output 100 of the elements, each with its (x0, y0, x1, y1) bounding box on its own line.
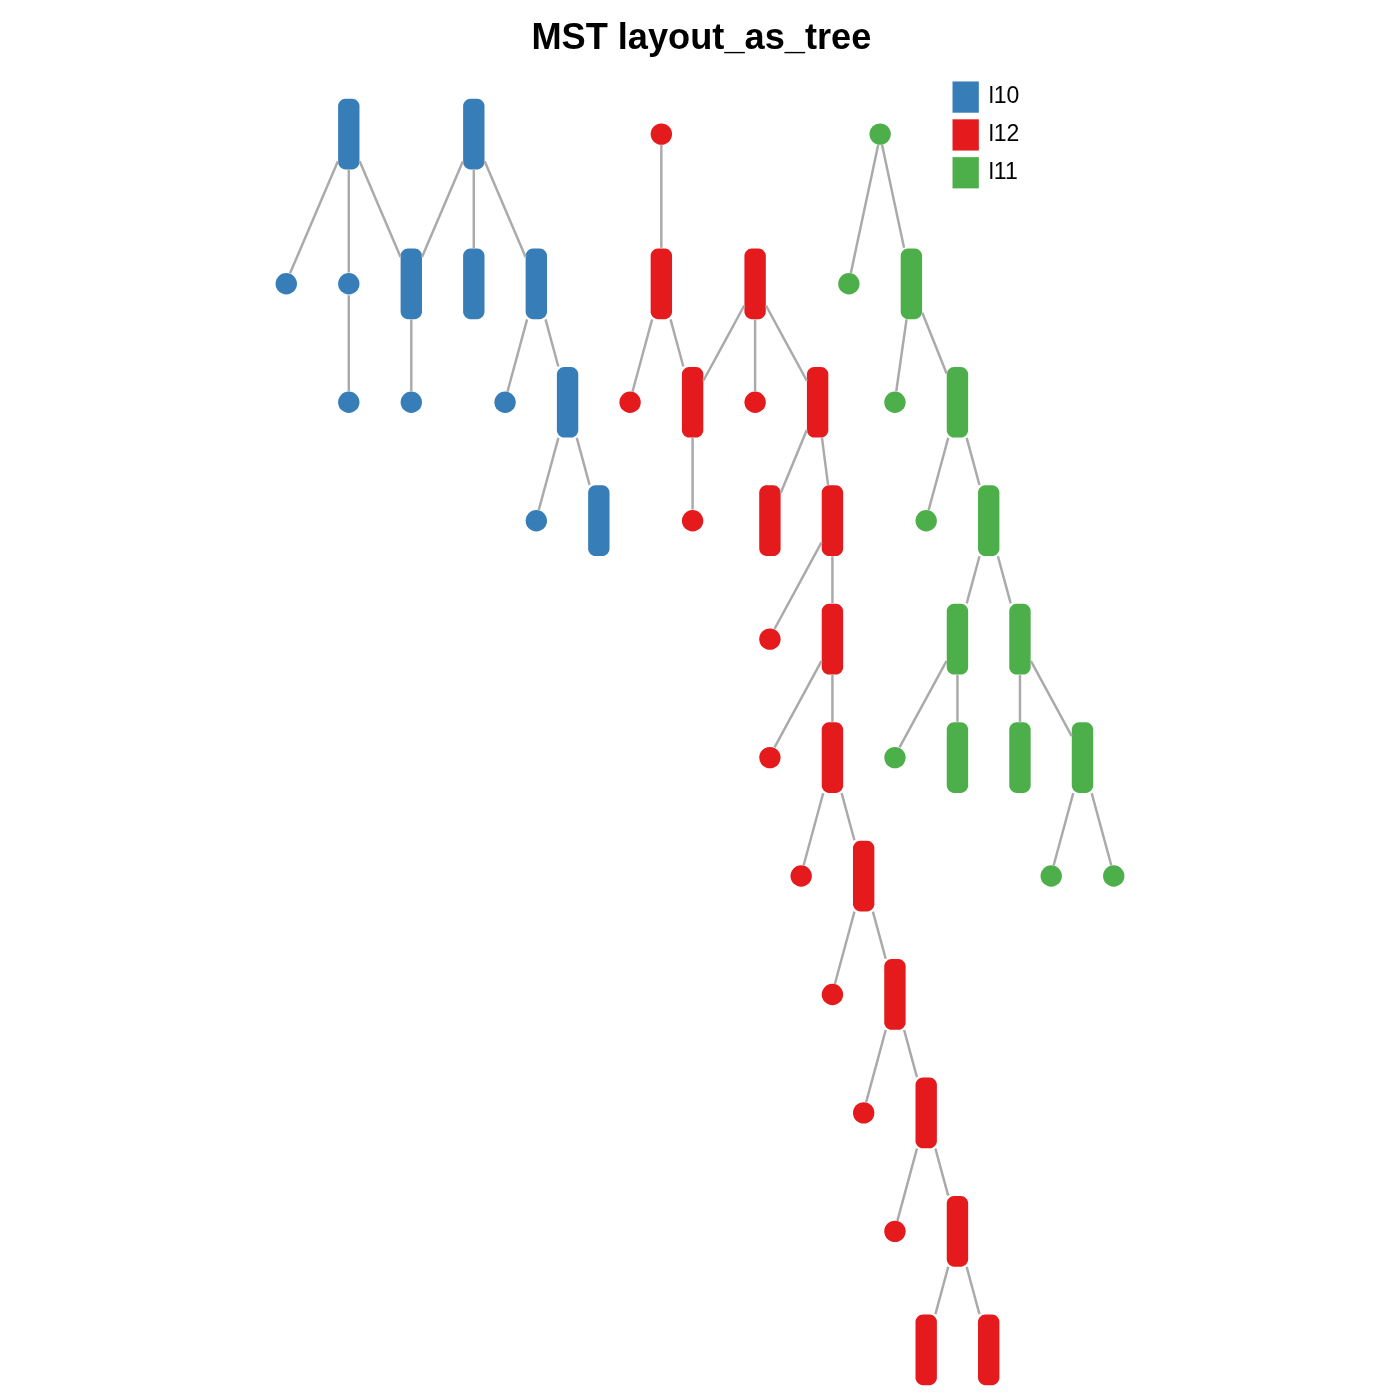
connector (288, 160, 340, 274)
connector (753, 319, 757, 392)
connector (691, 437, 694, 510)
node-bar (744, 248, 766, 320)
node-circle (853, 1102, 875, 1124)
connector (802, 792, 825, 866)
node-bar (978, 485, 1000, 557)
connector (472, 169, 476, 249)
connector (956, 674, 959, 722)
connector (934, 1266, 950, 1315)
node-bar (1009, 603, 1031, 675)
node-circle (1040, 865, 1062, 887)
connector (544, 319, 560, 367)
node-bar (915, 1314, 937, 1386)
node-bar (400, 248, 422, 320)
node-circle (1103, 865, 1125, 887)
connector (660, 144, 663, 248)
connector (896, 1148, 919, 1222)
node-circle (759, 746, 781, 769)
connector (871, 911, 887, 960)
diagram-title: MST layout_as_tree (531, 15, 872, 57)
connector (921, 312, 948, 374)
connector (898, 660, 948, 748)
connector (773, 541, 823, 630)
node-bar (884, 959, 906, 1030)
connector (849, 144, 880, 274)
node-circle (884, 1220, 906, 1243)
connector (1018, 674, 1022, 722)
connector (934, 1148, 950, 1196)
connector (902, 1029, 919, 1078)
node-bar (759, 485, 781, 557)
node-circle (650, 123, 673, 145)
node-bar (821, 603, 844, 675)
node-bar (946, 1196, 969, 1267)
connector (358, 160, 402, 258)
node-circle (821, 983, 844, 1006)
node-bar (853, 840, 875, 912)
connector (764, 304, 808, 382)
legend-label: l12 (988, 120, 1020, 147)
node-bar (946, 722, 969, 793)
connector (927, 437, 950, 511)
node-circle (681, 510, 704, 532)
node-bar (946, 603, 969, 675)
node-circle (275, 273, 297, 295)
node-bar (556, 366, 579, 438)
node-bar (915, 1077, 937, 1149)
connector (996, 555, 1012, 604)
connector (483, 160, 527, 258)
node-circle (525, 510, 547, 532)
connector (420, 160, 465, 258)
node-circle (759, 628, 781, 650)
connector (347, 169, 350, 273)
node-bar (338, 98, 360, 170)
connector (833, 911, 856, 985)
connector (864, 1029, 887, 1103)
connector (773, 660, 823, 748)
node-circle (790, 865, 812, 887)
connector (831, 674, 834, 722)
node-bar (1071, 722, 1094, 793)
node-bar (978, 1314, 1000, 1386)
connector (840, 792, 856, 841)
node-bar (650, 248, 673, 320)
node-circle (884, 391, 906, 413)
connector (831, 556, 834, 604)
node-bar (588, 485, 610, 557)
connector (1052, 792, 1075, 866)
node-bar (681, 366, 704, 438)
node-bar (1009, 722, 1031, 793)
node-bar (463, 98, 485, 170)
connector (965, 1266, 981, 1315)
connector (1090, 792, 1113, 866)
node-bar (463, 248, 485, 320)
connector (669, 319, 685, 367)
connector (1029, 660, 1073, 737)
node-circle (619, 391, 641, 413)
legend-label: l11 (988, 157, 1018, 184)
connector (779, 429, 808, 494)
node-circle (400, 391, 422, 413)
node-circle (838, 273, 860, 295)
legend-label: l10 (988, 82, 1020, 109)
node-circle (338, 391, 360, 413)
node-circle (744, 391, 766, 413)
connector (506, 319, 529, 393)
node-bar (806, 366, 829, 438)
node-circle (494, 391, 516, 413)
connector (820, 437, 830, 486)
connector (895, 319, 908, 392)
connector (880, 144, 906, 249)
node-bar (946, 366, 969, 438)
node-circle (915, 510, 937, 532)
node-bar (900, 248, 923, 320)
connector (575, 437, 591, 486)
node-bar (525, 248, 547, 320)
connector (965, 555, 981, 604)
node-circle (338, 273, 360, 295)
node-circle (884, 746, 906, 769)
connector (410, 319, 413, 392)
node-bar (821, 485, 844, 557)
connector (537, 437, 560, 511)
node-bar (821, 722, 844, 793)
